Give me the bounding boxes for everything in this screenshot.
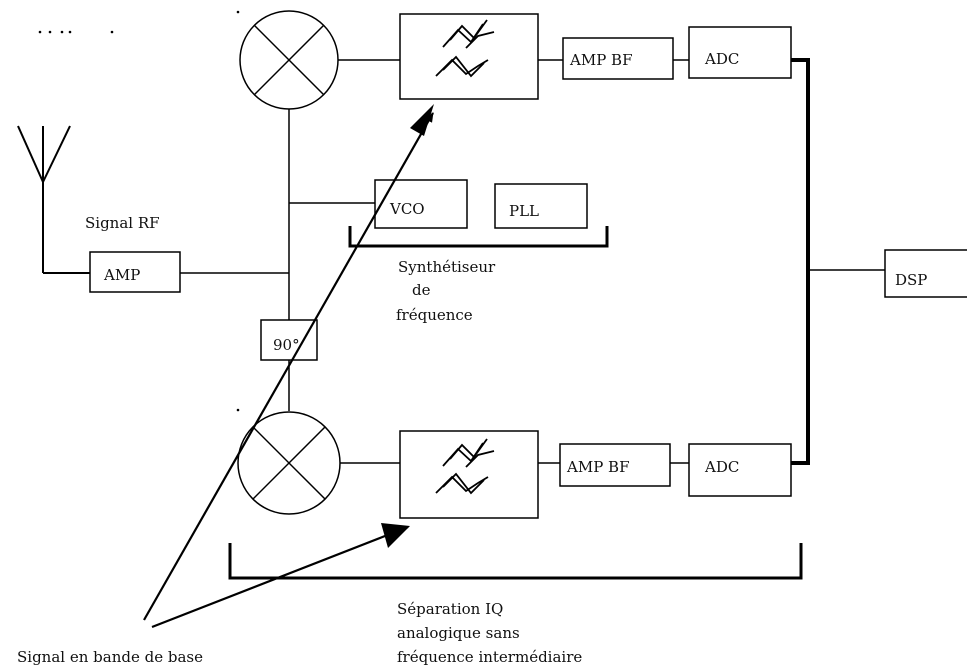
synth-label-line3: fréquence	[396, 306, 473, 324]
baseband-arrows	[143, 112, 434, 629]
filter-top-block	[399, 13, 539, 100]
stray-dots	[38, 10, 240, 412]
amp-bf-bottom-label: AMP BF	[566, 458, 629, 476]
signal-rf-label: Signal RF	[85, 214, 160, 232]
amp-bf-top-block	[562, 37, 674, 80]
dsp-label: DSP	[895, 271, 927, 289]
synth-label-line1: Synthétiseur	[398, 258, 496, 276]
amp-label: AMP	[103, 266, 140, 284]
filter-bottom-block	[399, 430, 539, 519]
dsp-bus	[791, 58, 810, 465]
amp-bf-top-label: AMP BF	[569, 51, 632, 69]
phase-shift-label: 90°	[273, 336, 300, 354]
pll-block	[494, 183, 588, 229]
phase-shift-block	[260, 319, 318, 361]
signal-wires	[180, 59, 885, 464]
dsp-block	[884, 249, 967, 298]
separation-label-line1: Séparation IQ	[397, 600, 503, 618]
baseband-signal-label: Signal en bande de base	[17, 648, 203, 666]
adc-top-label: ADC	[704, 50, 739, 68]
separation-label-line3: fréquence intermédiaire	[397, 648, 582, 666]
separation-label-line2: analogique sans	[397, 624, 520, 642]
mixer-bottom-icon	[237, 411, 341, 515]
antenna-icon	[17, 125, 90, 274]
iq-separation-bracket	[228, 543, 803, 580]
synth-label-line2: de	[412, 281, 431, 299]
arrowheads	[381, 104, 434, 548]
filter-bottom-icon	[435, 438, 495, 495]
adc-top-block	[688, 26, 792, 79]
vco-label: VCO	[389, 200, 425, 218]
adc-bottom-block	[688, 443, 792, 497]
amp-block	[89, 251, 181, 293]
synth-bracket	[348, 226, 609, 248]
pll-label: PLL	[509, 202, 539, 220]
filter-top-icon	[435, 19, 495, 78]
adc-bottom-label: ADC	[704, 458, 739, 476]
amp-bf-bottom-block	[559, 443, 671, 487]
mixer-top-icon	[239, 10, 339, 110]
